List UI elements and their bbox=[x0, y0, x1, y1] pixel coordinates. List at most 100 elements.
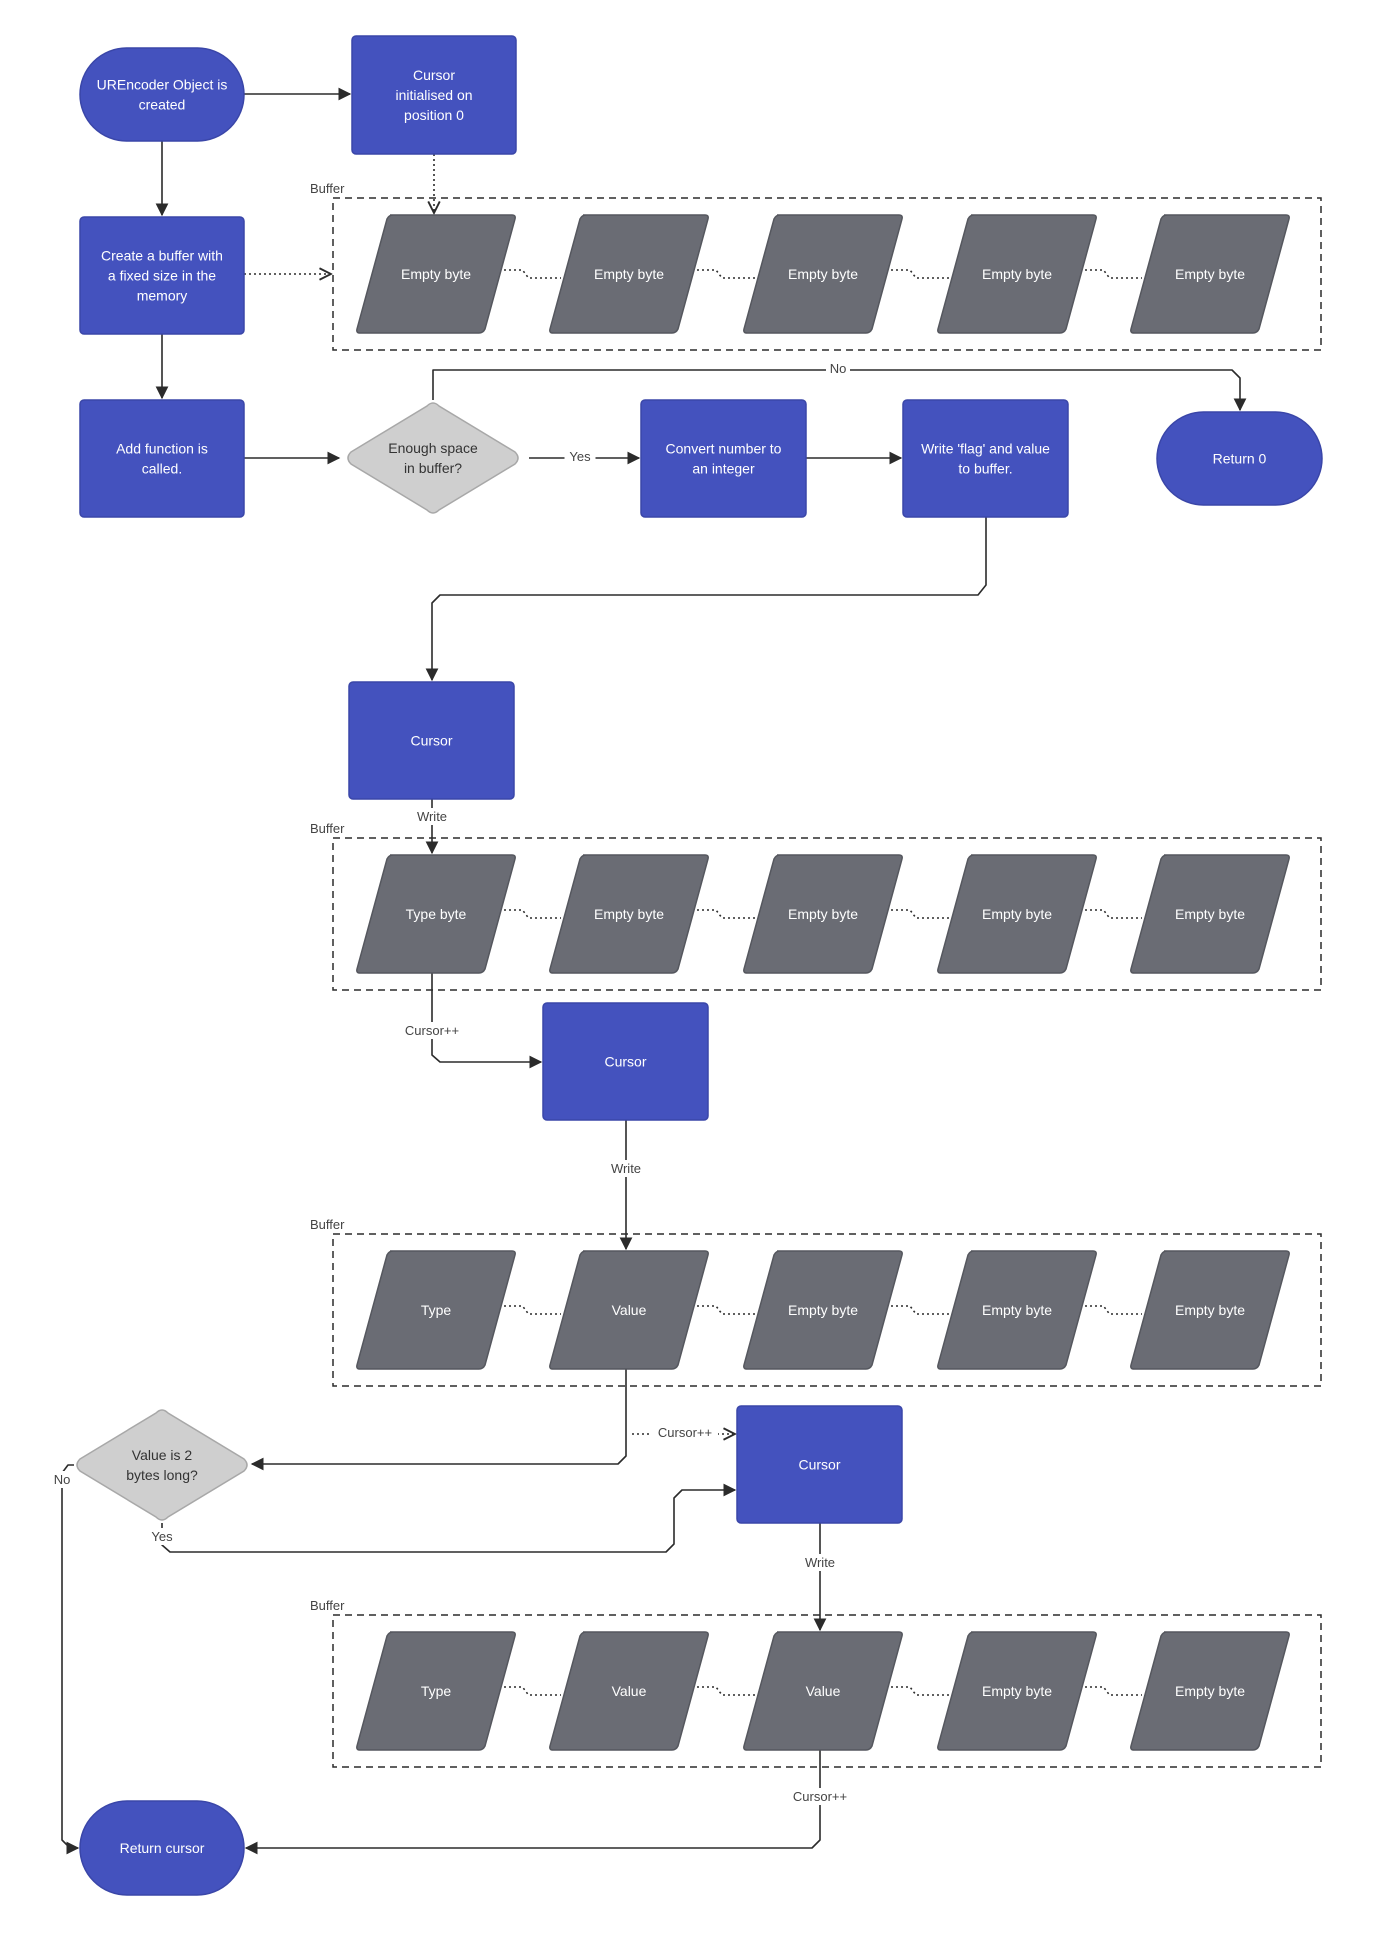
label-yes-decision: Yes bbox=[151, 1529, 173, 1544]
byte-cell-label: Empty byte bbox=[982, 906, 1052, 922]
byte-cell-label: Empty byte bbox=[1175, 1302, 1245, 1318]
value-two-bytes-decision[interactable]: Value is 2 bytes long? bbox=[76, 1409, 248, 1521]
byte-cell-label: Value bbox=[612, 1302, 647, 1318]
start-terminal-label: created bbox=[139, 97, 186, 113]
byte-cell[interactable]: Type byte bbox=[356, 854, 516, 974]
byte-cell-shape bbox=[937, 1250, 1097, 1370]
buffer-frame bbox=[332, 1614, 1322, 1768]
cursor-box-b-label: Cursor bbox=[604, 1054, 646, 1070]
byte-cell[interactable]: Type bbox=[356, 1250, 516, 1370]
create-buffer-box-label: a fixed size in the bbox=[108, 268, 216, 284]
byte-cell[interactable]: Empty byte bbox=[743, 1250, 903, 1370]
enough-space-decision[interactable]: Enough space in buffer? bbox=[347, 402, 519, 514]
byte-cell[interactable]: Empty byte bbox=[1130, 214, 1290, 334]
label-cursor-inc-c: Cursor++ bbox=[793, 1789, 847, 1804]
label-cursor-inc-c-bg bbox=[787, 1788, 853, 1805]
buffer-label: Buffer bbox=[310, 181, 345, 196]
cursor-box-a-shape bbox=[348, 681, 515, 800]
byte-cell[interactable]: Empty byte bbox=[937, 854, 1097, 974]
byte-cell[interactable]: Type bbox=[356, 1631, 516, 1751]
cursor-box-b[interactable]: Cursor bbox=[542, 1002, 709, 1121]
value-two-bytes-decision-label: Value is 2 bbox=[132, 1447, 193, 1463]
label-yes-enough-bg bbox=[564, 448, 596, 465]
create-buffer-box[interactable]: Create a buffer with a fixed size in the m… bbox=[79, 216, 245, 335]
cursor-box-a[interactable]: Cursor bbox=[348, 681, 515, 800]
byte-cell[interactable]: Empty byte bbox=[549, 214, 709, 334]
byte-cell-shape bbox=[1130, 214, 1290, 334]
create-buffer-box-label: memory bbox=[137, 288, 188, 304]
create-buffer-box-label: Create a buffer with bbox=[101, 248, 223, 264]
byte-link bbox=[504, 1305, 561, 1315]
cursor-box-a-label: Cursor bbox=[410, 733, 452, 749]
byte-cell[interactable]: Empty byte bbox=[937, 1631, 1097, 1751]
byte-cell-label: Type bbox=[421, 1683, 452, 1699]
buffer-label: Buffer bbox=[310, 821, 345, 836]
byte-cell[interactable]: Value bbox=[743, 1631, 903, 1751]
enough-space-decision-label: Enough space bbox=[388, 440, 478, 456]
connectors-layer bbox=[61, 87, 1247, 1855]
byte-cell-label: Empty byte bbox=[401, 266, 471, 282]
byte-cell[interactable]: Value bbox=[549, 1631, 709, 1751]
byte-cell[interactable]: Empty byte bbox=[743, 854, 903, 974]
convert-box-label: an integer bbox=[692, 461, 755, 477]
value-two-bytes-decision-label: bytes long? bbox=[126, 1467, 198, 1483]
byte-cell[interactable]: Empty byte bbox=[1130, 1250, 1290, 1370]
label-no-decision: No bbox=[54, 1472, 71, 1487]
edge-decision-no-to-return bbox=[61, 1464, 80, 1855]
label-no-decision-bg bbox=[50, 1471, 74, 1488]
byte-link bbox=[891, 909, 949, 919]
return-zero-terminal-label: Return 0 bbox=[1213, 451, 1267, 467]
byte-link bbox=[1085, 269, 1142, 279]
byte-cell-shape bbox=[549, 1250, 709, 1370]
return-cursor-terminal-label: Return cursor bbox=[120, 1840, 205, 1856]
byte-cell[interactable]: Empty byte bbox=[549, 854, 709, 974]
label-write-c-bg bbox=[797, 1554, 843, 1571]
byte-cell[interactable]: Empty byte bbox=[1130, 1631, 1290, 1751]
buffer-container: Buffer bbox=[310, 1598, 1322, 1768]
byte-cell[interactable]: Empty byte bbox=[743, 214, 903, 334]
cursor-init-box-label: Cursor bbox=[413, 67, 455, 83]
byte-cell[interactable]: Empty byte bbox=[356, 214, 516, 334]
label-write-a: Write bbox=[417, 809, 447, 824]
label-cursor-inc-a: Cursor++ bbox=[405, 1023, 459, 1038]
byte-cell-label: Value bbox=[612, 1683, 647, 1699]
cursor-init-box-shape bbox=[351, 35, 517, 155]
byte-link bbox=[1085, 1305, 1142, 1315]
write-flag-box[interactable]: Write 'flag' and value to buffer. bbox=[902, 399, 1069, 518]
byte-cell-label: Value bbox=[806, 1683, 841, 1699]
byte-cell-label: Empty byte bbox=[594, 266, 664, 282]
byte-cell[interactable]: Empty byte bbox=[937, 214, 1097, 334]
byte-link bbox=[697, 269, 755, 279]
start-terminal-shape bbox=[79, 47, 245, 142]
write-flag-box-label: Write 'flag' and value bbox=[921, 441, 1050, 457]
write-flag-box-label: to buffer. bbox=[958, 461, 1012, 477]
cursor-box-c[interactable]: Cursor bbox=[736, 1405, 903, 1524]
return-zero-terminal-shape bbox=[1156, 411, 1323, 506]
byte-cell-label: Empty byte bbox=[982, 1683, 1052, 1699]
byte-cell-shape bbox=[549, 1631, 709, 1751]
enough-space-decision-shape bbox=[347, 402, 519, 514]
byte-link bbox=[891, 269, 949, 279]
byte-cell[interactable]: Empty byte bbox=[1130, 854, 1290, 974]
buffer-label: Buffer bbox=[310, 1598, 345, 1613]
label-no-top: No bbox=[830, 361, 847, 376]
edge-labels-layer: NoYesWriteCursor++WriteCursor++NoYesWrit… bbox=[50, 360, 853, 1805]
return-cursor-terminal[interactable]: Return cursor bbox=[79, 1800, 245, 1896]
byte-cell[interactable]: Empty byte bbox=[937, 1250, 1097, 1370]
enough-space-decision-label: in buffer? bbox=[404, 460, 462, 476]
byte-cell-shape bbox=[743, 854, 903, 974]
byte-cell[interactable]: Value bbox=[549, 1250, 709, 1370]
label-cursor-inc-b: Cursor++ bbox=[658, 1425, 712, 1440]
cursor-init-box-label: position 0 bbox=[404, 107, 464, 123]
byte-cell-shape bbox=[937, 854, 1097, 974]
byte-cell-label: Type byte bbox=[406, 906, 467, 922]
return-zero-terminal[interactable]: Return 0 bbox=[1156, 411, 1323, 506]
label-yes-decision-bg bbox=[146, 1528, 178, 1545]
edge-value-to-decision bbox=[250, 1369, 627, 1471]
